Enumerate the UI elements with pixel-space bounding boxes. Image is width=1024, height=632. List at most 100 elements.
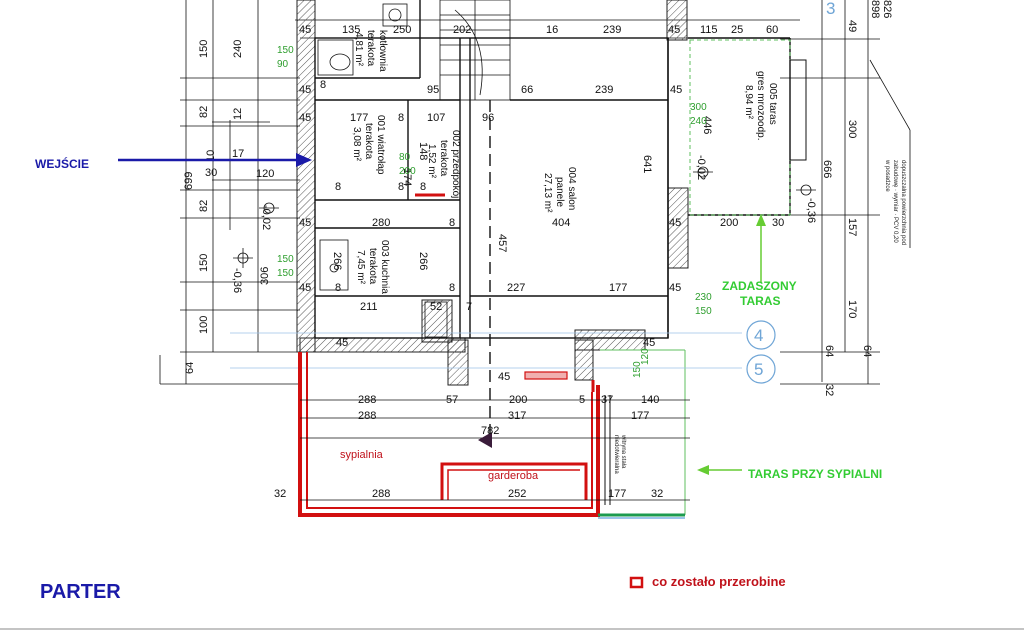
bedroom-terrace-annotation: TARAS PRZY SYPIALNI [697, 465, 882, 481]
svg-text:45: 45 [299, 24, 311, 36]
svg-text:457: 457 [496, 234, 508, 252]
svg-text:8: 8 [449, 282, 455, 294]
svg-text:45: 45 [668, 24, 680, 36]
svg-text:37: 37 [601, 394, 613, 406]
svg-text:w posadzce: w posadzce [884, 159, 890, 192]
svg-text:8: 8 [449, 217, 455, 229]
svg-text:404: 404 [552, 217, 570, 229]
svg-text:005 taras: 005 taras [767, 83, 778, 125]
svg-text:227: 227 [507, 282, 525, 294]
svg-text:8,94 m²: 8,94 m² [743, 85, 754, 120]
svg-text:panele: panele [554, 177, 565, 207]
svg-text:140: 140 [641, 394, 659, 406]
svg-text:288: 288 [358, 394, 376, 406]
svg-text:177: 177 [631, 410, 649, 422]
covered-terrace-label-1: ZADASZONY [722, 279, 797, 293]
window-dimensions: 150 90 150 150 80 200 300 240 230 150 12… [277, 45, 712, 378]
svg-text:terakota: terakota [367, 248, 378, 285]
vertical-dimension-labels: 150 82 699 82 150 100 64 240 12 10 17 30… [183, 0, 893, 396]
svg-text:90: 90 [277, 59, 289, 70]
svg-text:240: 240 [232, 40, 244, 58]
bedroom-extension [298, 193, 690, 519]
svg-text:150: 150 [277, 45, 294, 56]
svg-text:niedotwieralna: niedotwieralna [613, 435, 619, 474]
svg-text:8: 8 [398, 181, 404, 193]
svg-text:45: 45 [498, 371, 510, 383]
side-note: dopuszczalna powierzchnia pod zabudowę ·… [884, 159, 906, 245]
left-dimension-lines [159, 0, 300, 385]
svg-text:terakota: terakota [365, 30, 376, 67]
svg-text:250: 250 [393, 24, 411, 36]
svg-text:kotłownia: kotłownia [377, 30, 388, 72]
svg-text:211: 211 [360, 301, 378, 313]
svg-text:-0,36: -0,36 [231, 268, 243, 293]
svg-text:300: 300 [690, 102, 707, 113]
svg-text:64: 64 [823, 345, 835, 357]
svg-text:177: 177 [609, 282, 627, 294]
svg-text:115: 115 [700, 24, 718, 36]
svg-text:45: 45 [299, 112, 311, 124]
svg-text:177: 177 [350, 112, 368, 124]
staircase [439, 0, 511, 101]
svg-text:8: 8 [420, 181, 426, 193]
svg-text:001 wiatrołap: 001 wiatrołap [375, 115, 386, 175]
svg-text:8: 8 [335, 282, 341, 294]
fixtures [233, 3, 816, 338]
svg-text:45: 45 [336, 337, 348, 349]
arrow-left-icon [697, 465, 709, 475]
section-arrow-icon [478, 432, 492, 448]
svg-text:terakota: terakota [363, 123, 374, 160]
covered-terrace-outline [600, 39, 807, 515]
svg-text:230: 230 [695, 292, 712, 303]
entrance-label: WEJŚCIE [35, 156, 89, 171]
svg-text:16: 16 [546, 24, 558, 36]
svg-text:45: 45 [643, 337, 655, 349]
right-dimension-lines [780, 0, 911, 385]
svg-text:32: 32 [274, 488, 286, 500]
svg-text:177: 177 [608, 488, 626, 500]
svg-text:12: 12 [232, 108, 244, 120]
svg-text:8: 8 [320, 79, 326, 91]
svg-text:dopuszczalna powierzchnia pod: dopuszczalna powierzchnia pod [900, 160, 906, 245]
legend-swatch [629, 576, 644, 589]
svg-text:150: 150 [198, 40, 210, 58]
svg-text:003 kuchnia: 003 kuchnia [379, 240, 390, 294]
svg-text:280: 280 [372, 217, 390, 229]
svg-text:66: 66 [521, 84, 533, 96]
svg-text:306: 306 [259, 267, 271, 285]
svg-text:30: 30 [772, 217, 784, 229]
svg-text:300: 300 [846, 120, 858, 138]
svg-text:64: 64 [861, 345, 873, 357]
svg-text:266: 266 [417, 252, 429, 270]
arrow-right-icon [296, 153, 312, 167]
svg-text:150: 150 [198, 254, 210, 272]
svg-text:32: 32 [651, 488, 663, 500]
svg-text:5: 5 [579, 394, 585, 406]
svg-text:150: 150 [277, 268, 294, 279]
axis-label-5: 5 [754, 360, 763, 379]
svg-text:170: 170 [846, 300, 858, 318]
svg-text:288: 288 [358, 410, 376, 422]
svg-text:-0,02: -0,02 [260, 205, 272, 230]
svg-text:898: 898 [869, 0, 881, 18]
svg-text:64: 64 [184, 362, 196, 374]
bedroom-label: sypialnia [340, 449, 384, 461]
svg-text:202: 202 [453, 24, 471, 36]
interior-walls [314, 0, 791, 339]
svg-text:157: 157 [846, 218, 858, 236]
svg-text:45: 45 [669, 217, 681, 229]
axis-label-3: 3 [826, 0, 835, 18]
svg-text:150: 150 [695, 306, 712, 317]
svg-text:82: 82 [198, 200, 210, 212]
level-markers: -0,02 -0,36 -0,36 -0,02 [231, 155, 817, 293]
svg-text:120: 120 [256, 168, 274, 180]
svg-text:80: 80 [399, 152, 411, 163]
svg-text:17: 17 [232, 148, 244, 160]
floor-name-title: PARTER [40, 581, 121, 603]
svg-text:60: 60 [766, 24, 778, 36]
room-label-hall: 002 przedpokój terakota 1,52 m² [426, 130, 461, 198]
legend-label: co zostało przerobine [652, 574, 786, 589]
svg-text:45: 45 [299, 217, 311, 229]
svg-text:239: 239 [603, 24, 621, 36]
